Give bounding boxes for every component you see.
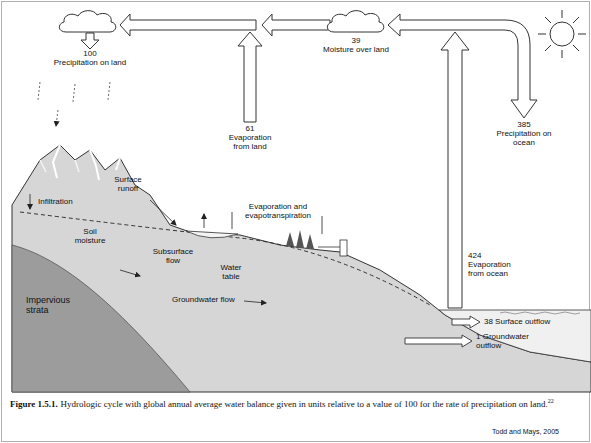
figure-caption-block: Figure 1.5.1.Hydrologic cycle with globa… (10, 398, 580, 410)
flow-label: Evaporation from land (224, 134, 276, 152)
layer-label: Impervious strata (26, 296, 78, 316)
flow-label: 38 Surface outflow (484, 318, 550, 327)
flow-value: 39 (352, 37, 361, 46)
zone-label: Soil moisture (69, 228, 111, 246)
flow-label: 1 Groundwater outflow (476, 333, 540, 351)
reference-number: 22 (548, 398, 554, 404)
flow-label: Precipitation on land (54, 59, 127, 68)
zone-label: Water table (214, 264, 248, 282)
flow-label: Precipitation on ocean (495, 130, 553, 148)
process-label: Groundwater flow (172, 296, 235, 305)
flow-value: 424 (468, 252, 481, 261)
process-label: Surface runoff (107, 176, 149, 194)
process-label: Evaporation and evapotranspiration (239, 203, 317, 221)
source-note: Todd and Mays, 2005 (492, 428, 559, 436)
flow-label: Moisture over land (323, 46, 389, 55)
flow-value: 61 (246, 125, 255, 134)
flow-value: 100 (83, 50, 96, 59)
flow-value: 385 (517, 121, 530, 130)
figure-number: Figure 1.5.1. (10, 399, 58, 409)
flow-label: Evaporation from ocean (468, 261, 522, 279)
process-label: Subsurface flow (149, 248, 197, 266)
figure-caption: Hydrologic cycle with global annual aver… (61, 399, 548, 409)
process-label: Infiltration (38, 198, 73, 207)
